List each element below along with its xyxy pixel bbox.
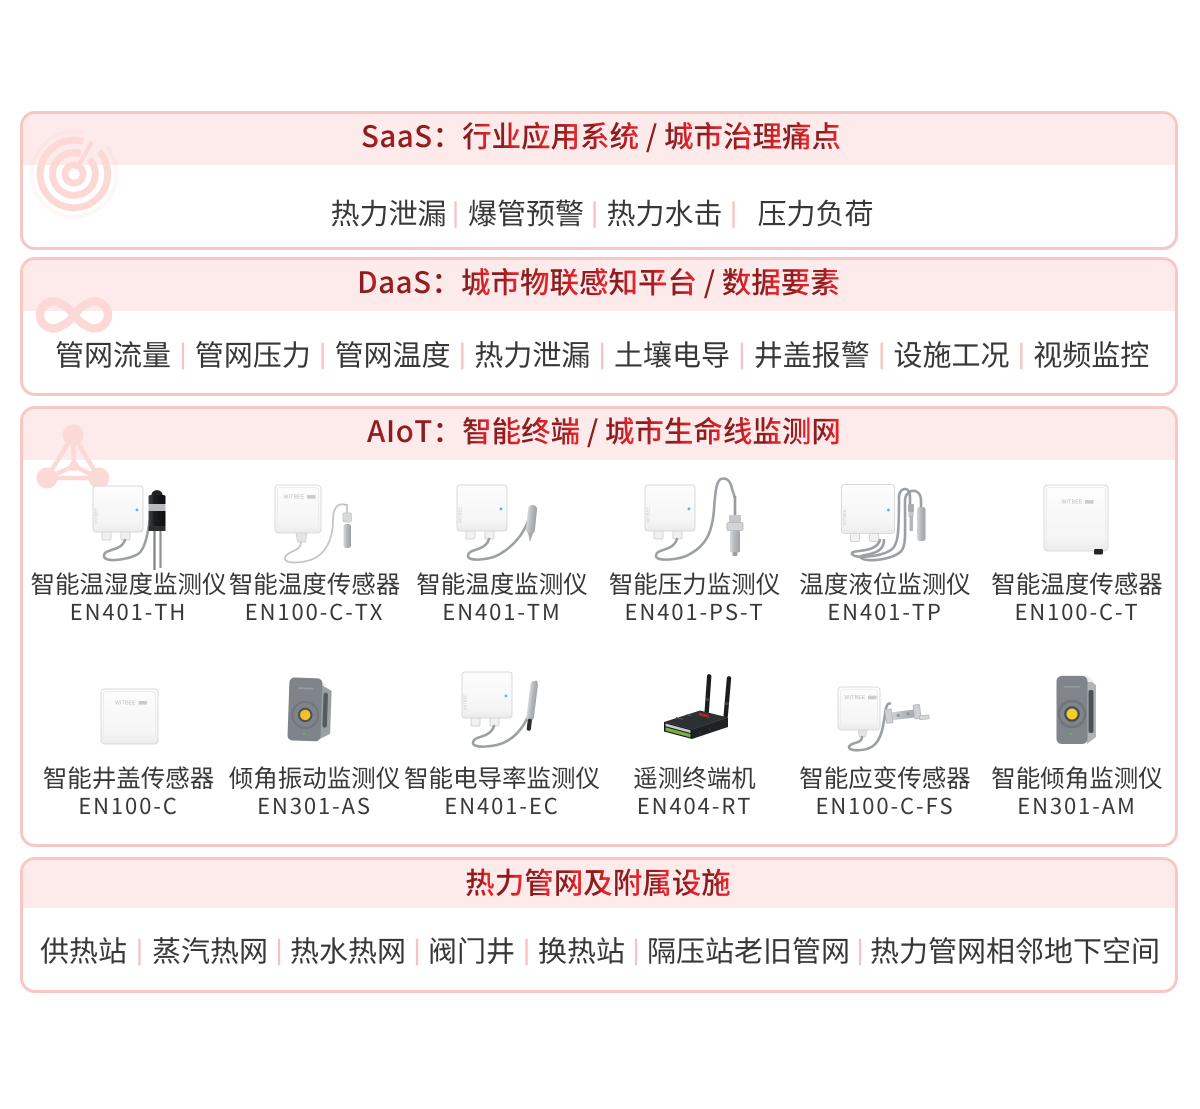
- svg-text:WITBEE: WITBEE: [1062, 499, 1083, 505]
- svg-text:WITBEE: WITBEE: [842, 509, 847, 525]
- svg-text:WITBEE: WITBEE: [463, 694, 468, 710]
- svg-text:WITBEE: WITBEE: [284, 494, 305, 500]
- svg-text:WITBEE: WITBEE: [115, 700, 136, 706]
- svg-text:WITBEE: WITBEE: [94, 508, 99, 524]
- svg-text:WITBEE: WITBEE: [458, 507, 463, 523]
- svg-text:WITBEE: WITBEE: [845, 695, 866, 701]
- svg-text:WITBEE: WITBEE: [646, 507, 651, 523]
